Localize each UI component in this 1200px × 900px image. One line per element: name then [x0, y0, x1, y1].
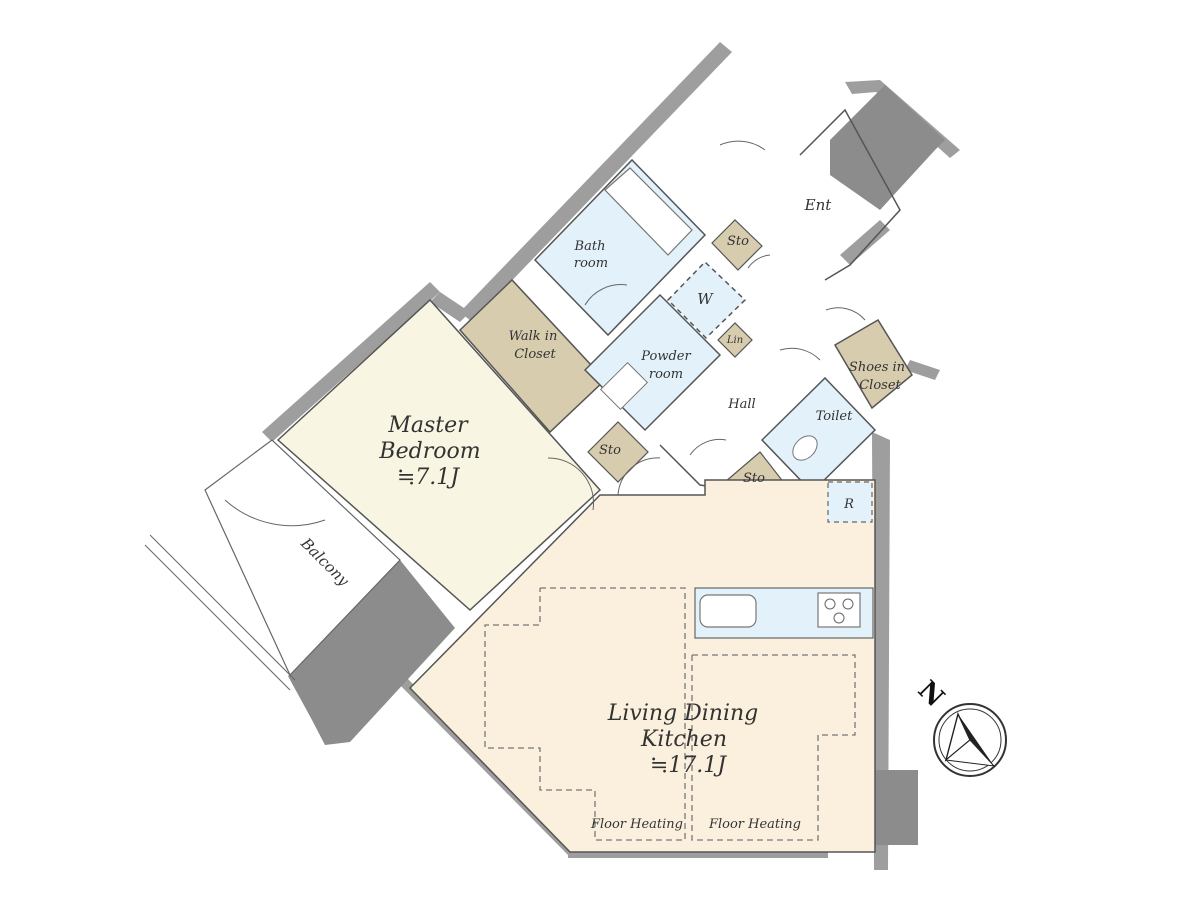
washer-box	[666, 260, 747, 340]
hall-label: Hall	[727, 397, 755, 412]
floor-heating-label-left: Floor Heating	[590, 817, 683, 832]
shoes-closet-label-1: Shoes in	[849, 360, 905, 375]
bath-room-label-1: Bath	[574, 239, 606, 254]
living-dining-kitchen	[408, 479, 876, 853]
toilet-bowl	[792, 435, 818, 461]
cooktop	[817, 592, 861, 628]
bathtub	[604, 167, 693, 256]
shoes-in-closet	[833, 318, 913, 410]
storage-sto-1	[711, 219, 763, 271]
north-compass: N	[912, 675, 1007, 777]
compass-n-label: N	[912, 675, 950, 713]
ldk-label-1: Living Dining	[607, 701, 759, 726]
kitchen-sink	[699, 594, 757, 628]
toilet-room	[760, 376, 877, 494]
toilet-label: Toilet	[816, 409, 853, 424]
storage-label-3: Sto	[743, 471, 765, 486]
powder-room-label-2: room	[649, 367, 683, 382]
storage-label-2: Sto	[599, 443, 621, 458]
floor-heating-zone-right	[691, 654, 856, 841]
washer-label: W	[697, 290, 714, 308]
sink	[599, 361, 649, 411]
shoes-closet-label-2: Closet	[859, 378, 901, 393]
master-bedroom	[276, 298, 602, 612]
master-bedroom-label-1: Master	[387, 413, 469, 438]
floor-heating-zone-left	[484, 587, 686, 841]
column-balcony	[288, 560, 455, 745]
walk-in-closet-label-1: Walk in	[509, 329, 558, 344]
balcony-area	[144, 439, 401, 691]
column-top-right	[830, 85, 945, 210]
refrigerator-space	[827, 481, 873, 523]
entrance-label: Ent	[804, 196, 833, 214]
ldk-size: ≒17.1J	[650, 753, 727, 778]
walk-in-closet-label-2: Closet	[514, 347, 556, 362]
master-bedroom-size: ≒7.1J	[397, 465, 460, 490]
storage-lin	[717, 322, 753, 358]
linen-label: Lin	[726, 335, 743, 346]
powder-room-label-1: Powder	[640, 349, 691, 364]
refrigerator-label: R	[843, 497, 854, 512]
entrance-outline	[799, 108, 901, 281]
door-swings	[547, 140, 866, 511]
storage-label-1: Sto	[727, 234, 749, 249]
floor-heating-label-right: Floor Heating	[708, 817, 801, 832]
ldk-label-2: Kitchen	[640, 727, 727, 752]
master-bedroom-label-2: Bedroom	[378, 439, 480, 464]
bath-room-label-2: room	[574, 256, 608, 271]
